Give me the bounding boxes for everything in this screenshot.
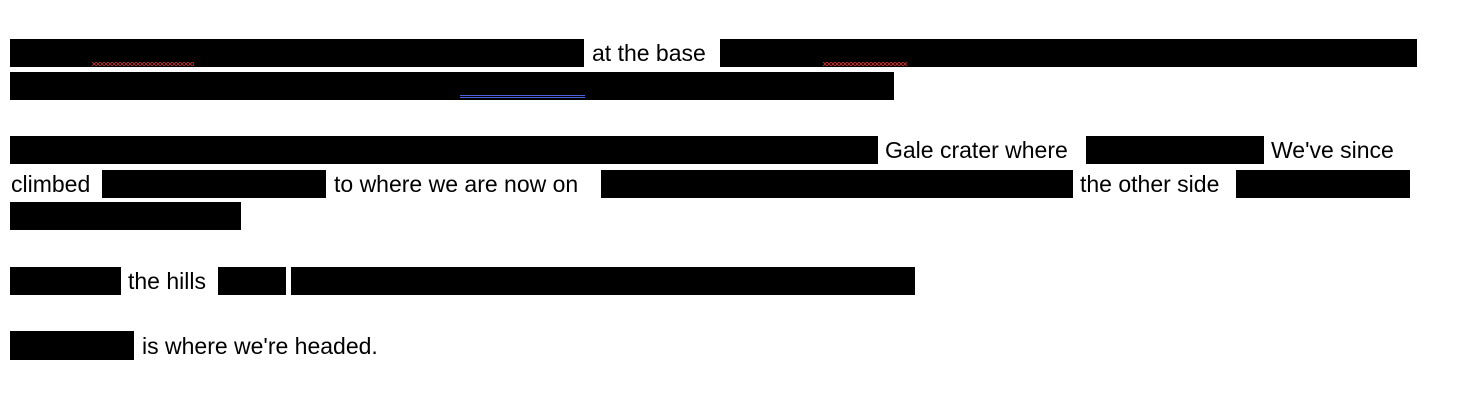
redaction-block — [1086, 136, 1264, 164]
text-fragment: We've since — [1271, 137, 1394, 163]
text-fragment: the hills — [128, 268, 206, 294]
redaction-block — [10, 136, 878, 164]
spellcheck-underline — [823, 62, 907, 66]
text-fragment: to where we are now on — [334, 171, 579, 197]
redaction-block — [291, 267, 915, 295]
redaction-block — [601, 170, 1073, 198]
redaction-block — [1236, 170, 1410, 198]
spellcheck-underline — [92, 62, 194, 66]
hyperlink-underline[interactable] — [460, 95, 585, 98]
text-fragment: the other side — [1080, 171, 1220, 197]
redaction-block — [10, 331, 134, 360]
redaction-block — [218, 267, 286, 295]
redaction-block — [102, 170, 326, 198]
redaction-block — [10, 267, 121, 295]
text-fragment: Gale crater where — [885, 137, 1068, 163]
text-fragment: climbed — [11, 171, 91, 197]
redaction-block — [10, 72, 894, 100]
redaction-block — [10, 202, 241, 230]
text-fragment: is where we're headed. — [142, 333, 378, 359]
text-fragment: at the base — [592, 40, 706, 66]
